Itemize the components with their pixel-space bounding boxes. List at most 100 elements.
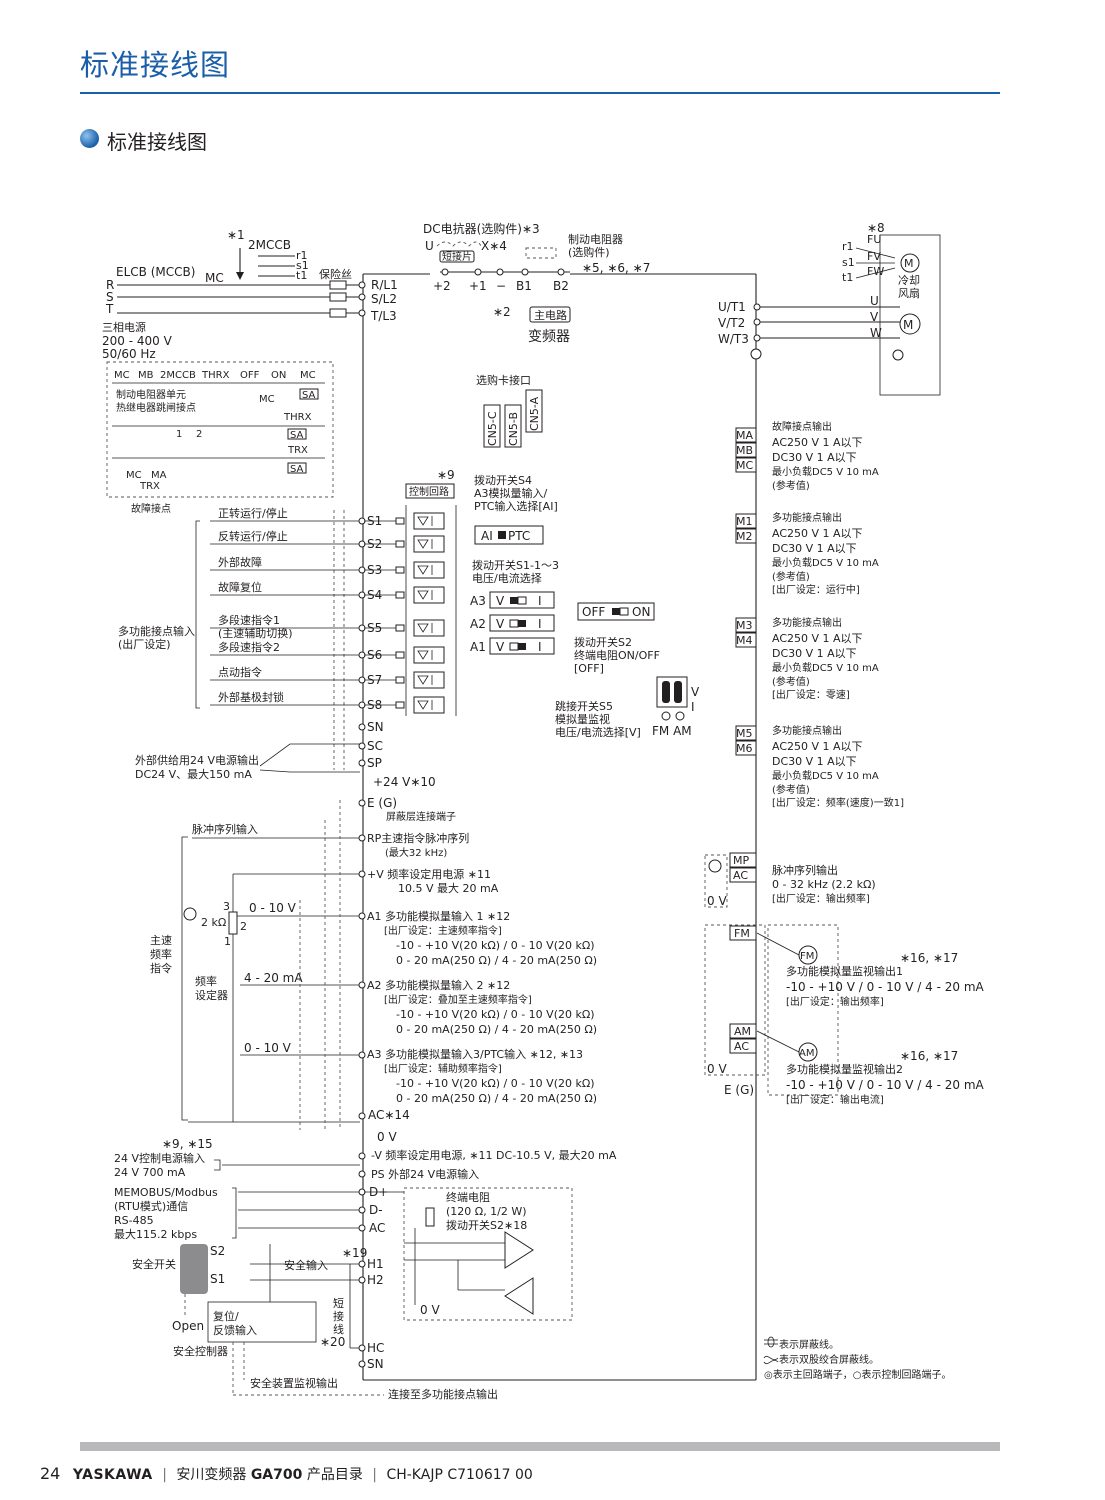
inputs-group-sub: (出厂设定) bbox=[118, 637, 171, 651]
input-desc-7: 点动指令 bbox=[218, 665, 262, 679]
terminal-minus: − bbox=[496, 279, 506, 293]
ao1-line1: 多功能模拟量监视输出1 bbox=[786, 964, 903, 978]
seq-mb: MB bbox=[138, 370, 154, 381]
s2-sub2: [OFF] bbox=[574, 662, 604, 675]
s1-sub: 电压/电流选择 bbox=[472, 571, 542, 585]
terminal-mb: MB bbox=[736, 444, 753, 457]
footer-separator: | bbox=[162, 1467, 167, 1483]
digital-inputs: 多功能接点输入 (出厂设定) SN SC SP +24 V∗10 外部供给用24… bbox=[118, 505, 457, 789]
input-desc2-5: (主速辅助切换) bbox=[218, 626, 293, 640]
ro3-line3: 最小负载DC5 V 10 mA bbox=[772, 661, 879, 674]
optocoupler-symbol-8 bbox=[417, 700, 433, 710]
model-name: GA700 bbox=[250, 1467, 303, 1483]
seq-contact-1: 1 bbox=[176, 429, 182, 440]
safety-circuit: 安全开关 S2 S1 Open 安全输入 ∗19 H1 H2 HC SN 短 接… bbox=[132, 1244, 498, 1401]
terminal-hc: HC bbox=[367, 1341, 384, 1355]
note-8: ∗8 bbox=[867, 221, 885, 235]
fan-motor: ∗8 FU FV FW r1 s1 t1 M 冷却 风扇 U V W M bbox=[750, 221, 941, 396]
brand-name: YASKAWA bbox=[72, 1467, 153, 1483]
ro4-line4: (参考值) bbox=[772, 783, 810, 796]
s2-title: 拨动开关S2 bbox=[574, 635, 632, 649]
s2-on: ON bbox=[632, 605, 650, 619]
fan-fv: FV bbox=[867, 250, 881, 263]
s4-ai: AI bbox=[481, 529, 493, 543]
terminal-h2: H2 bbox=[367, 1273, 384, 1287]
mc-label: MC bbox=[205, 271, 224, 285]
a2-line3: 0 - 20 mA(250 Ω) / 4 - 20 mA(250 Ω) bbox=[396, 1023, 597, 1036]
fan-fu: FU bbox=[867, 233, 881, 246]
s5-title: 跳接开关S5 bbox=[555, 699, 613, 713]
a1-range: 0 - 10 V bbox=[249, 901, 297, 915]
ro2-line4: (参考值) bbox=[772, 570, 810, 583]
terminal-vt2: V/T2 bbox=[718, 316, 745, 330]
input-desc-5: 多段速指令1 bbox=[218, 613, 280, 627]
term-res-label3: 拨动开关S2∗18 bbox=[446, 1218, 527, 1232]
catalog-label: 产品目录 bbox=[306, 1467, 363, 1483]
t-label: T bbox=[105, 302, 114, 316]
reset-label-2: 反馈输入 bbox=[213, 1323, 257, 1337]
comm-line3: RS-485 bbox=[114, 1214, 154, 1227]
output-terminals: U/T1 V/T2 W/T3 bbox=[718, 300, 900, 346]
brake-unit-title: 制动电阻器单元 bbox=[116, 388, 186, 401]
seq-ma: MA bbox=[151, 470, 167, 481]
p24-label: +24 V∗10 bbox=[373, 775, 436, 789]
terminal-plus2: +2 bbox=[433, 279, 451, 293]
s4-sub2: PTC输入选择[AI] bbox=[474, 499, 558, 513]
s1-label: s1 bbox=[296, 259, 309, 272]
legend-shield: 表示屏蔽线。 bbox=[779, 1338, 839, 1351]
ro2-line0: 多功能接点输出 bbox=[772, 511, 842, 524]
terminal-am: AM bbox=[734, 1025, 751, 1038]
brake-unit-sub: 热继电器跳闸接点 bbox=[116, 401, 196, 414]
terminal-mp-ac: AC bbox=[733, 869, 748, 882]
ps-label: PS 外部24 V电源输入 bbox=[371, 1167, 479, 1181]
power-input: ELCB (MCCB) MC ∗1 2MCCB r1 s1 t1 保险丝 R S… bbox=[102, 228, 398, 361]
input-resistor-4 bbox=[395, 591, 405, 599]
pulse-out-line2: 0 - 32 kHz (2.2 kΩ) bbox=[772, 878, 876, 891]
a3-line2: -10 - +10 V(20 kΩ) / 0 - 10 V(20 kΩ) bbox=[396, 1077, 595, 1090]
terminal-rl1: R/L1 bbox=[371, 278, 398, 292]
source-title: 三相电源 bbox=[102, 320, 146, 334]
brake-sequence: MC MB 2MCCB THRX OFF ON MC MC SA 制动电阻器单元… bbox=[106, 361, 334, 515]
ext24-label-1: 外部供给用24 V电源输出 bbox=[135, 753, 259, 767]
terminal-mc: MC bbox=[736, 459, 753, 472]
ro1-line0: 故障接点输出 bbox=[772, 420, 832, 433]
input-resistor-6 bbox=[395, 651, 405, 659]
dc-x4-label: X∗4 bbox=[481, 239, 507, 253]
option-connectors: 选购卡接口 CN5-C CN5-B CN5-A bbox=[476, 373, 543, 448]
ro2-line1: AC250 V 1 A以下 bbox=[772, 527, 863, 540]
terminal-fm: FM bbox=[734, 927, 750, 940]
relay-outputs: MA MB MC 故障接点输出 AC250 V 1 A以下 DC30 V 1 A… bbox=[735, 420, 904, 809]
ctrl24-note: ∗9, ∗15 bbox=[162, 1137, 213, 1151]
s-label: S bbox=[106, 290, 114, 304]
inverter-label: 变频器 bbox=[528, 329, 570, 345]
note-19: ∗19 bbox=[342, 1246, 367, 1260]
terminal-ma: MA bbox=[736, 429, 753, 442]
optocoupler-symbol-2 bbox=[417, 539, 433, 549]
optocoupler-symbol-7 bbox=[417, 675, 433, 685]
s1-a1: A1 bbox=[470, 640, 486, 654]
elcb-label: ELCB (MCCB) bbox=[116, 265, 195, 279]
a3-title: A3 多功能模拟量输入3/PTC输入 ∗12, ∗13 bbox=[367, 1047, 583, 1061]
analog-inputs: E (G) 屏蔽层连接端子 脉冲序列输入 RP主速指令脉冲序列 (最大32 kH… bbox=[114, 796, 617, 1181]
seq-thrx: THRX bbox=[201, 370, 230, 381]
jumper-label: 短接片 bbox=[442, 250, 472, 263]
s5-fm-am: FM AM bbox=[652, 724, 692, 738]
optocoupler-7 bbox=[413, 671, 445, 689]
ro1-line3: 最小负载DC5 V 10 mA bbox=[772, 465, 879, 478]
input-desc-8: 外部基极封锁 bbox=[218, 690, 284, 704]
ro1-line2: DC30 V 1 A以下 bbox=[772, 451, 857, 464]
r-label: R bbox=[106, 278, 114, 292]
r1-label: r1 bbox=[296, 249, 308, 262]
input-resistor-7 bbox=[395, 676, 405, 684]
ro3-line0: 多功能接点输出 bbox=[772, 616, 842, 629]
legend: 表示屏蔽线。 表示双股绞合屏蔽线。 ◎表示主回路端子，○表示控制回路端子。 bbox=[763, 1336, 951, 1381]
optocoupler-symbol-5 bbox=[417, 623, 433, 633]
optocoupler-symbol-4 bbox=[417, 590, 433, 600]
short-1: 短 bbox=[333, 1296, 344, 1310]
terminal-m4: M4 bbox=[736, 634, 753, 647]
pulse-out-line1: 脉冲序列输出 bbox=[772, 863, 838, 877]
am-meter-icon: AM bbox=[799, 1048, 814, 1059]
source-freq: 50/60 Hz bbox=[102, 347, 156, 361]
motor-v: V bbox=[870, 310, 879, 324]
brake-resistor-label: 制动电阻器 bbox=[568, 233, 623, 246]
